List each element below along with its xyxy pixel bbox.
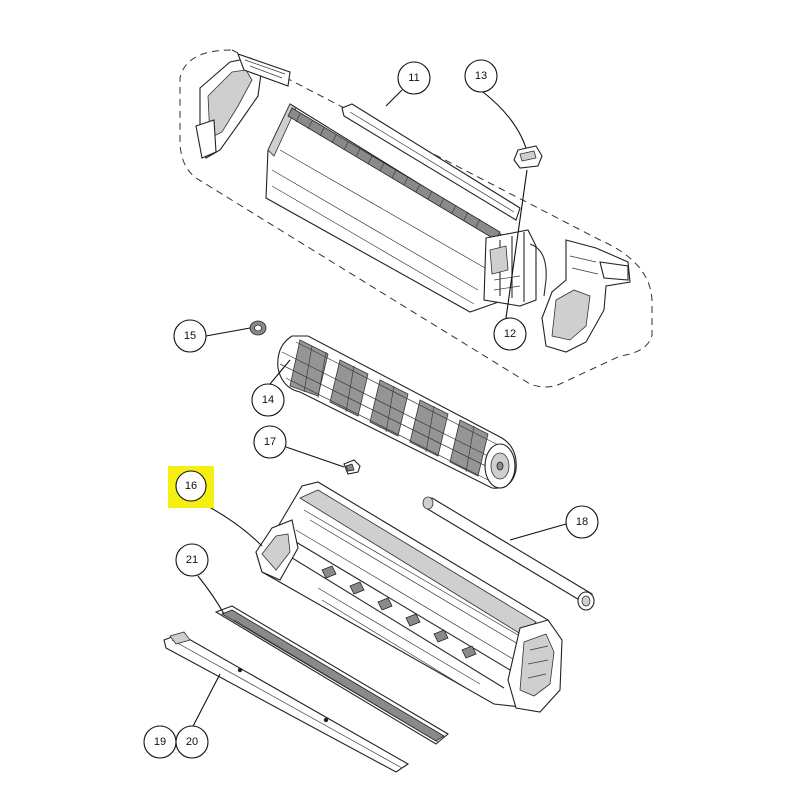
part-15-bushing [249, 320, 267, 336]
part-13-clip [513, 145, 543, 169]
part-19-20-vane [163, 631, 410, 773]
callout-circle [251, 383, 285, 417]
part-14-crossflow-fan [277, 335, 517, 489]
callout-11[interactable]: 11 [397, 61, 431, 95]
callout-circle [397, 61, 431, 95]
callout-circle [175, 543, 209, 577]
callout-20[interactable]: 20 [175, 725, 209, 759]
callout-label: 21 [186, 554, 198, 566]
callout-14[interactable]: 14 [251, 383, 285, 417]
part-18-rod [422, 496, 595, 611]
callout-12[interactable]: 12 [493, 317, 527, 351]
callout-15[interactable]: 15 [173, 319, 207, 353]
callout-label: 11 [408, 72, 419, 84]
callout-label: 15 [184, 330, 196, 342]
callout-16[interactable]: 16 [175, 470, 207, 502]
leader-lines [189, 89, 567, 733]
callout-label: 16 [185, 480, 197, 492]
callout-label: 20 [186, 736, 198, 748]
callout-circle [493, 317, 527, 351]
callout-circle [565, 505, 599, 539]
callout-label: 13 [475, 70, 487, 82]
callout-21[interactable]: 21 [175, 543, 209, 577]
part-17-screw [343, 459, 361, 475]
callout-circle [253, 425, 287, 459]
callout-17[interactable]: 17 [253, 425, 287, 459]
assembly-group-boundary [179, 49, 653, 388]
callout-19[interactable]: 19 [143, 725, 177, 759]
callout-circle [464, 59, 498, 93]
callout-circle [173, 319, 207, 353]
callout-18[interactable]: 18 [565, 505, 599, 539]
part-21-flap [214, 605, 449, 745]
callout-circle [175, 470, 207, 502]
part-11-evaporator [195, 53, 547, 313]
callout-label: 17 [264, 436, 276, 448]
part-16-chassis-frame [255, 481, 563, 713]
callout-label: 19 [154, 736, 166, 748]
callout-label: 14 [262, 394, 274, 406]
callout-label: 12 [504, 328, 516, 340]
callout-label: 18 [576, 516, 588, 528]
left-end-bracket [195, 53, 291, 159]
callout-circle [175, 725, 209, 759]
right-end-bracket [541, 239, 631, 353]
callout-13[interactable]: 13 [464, 59, 498, 93]
